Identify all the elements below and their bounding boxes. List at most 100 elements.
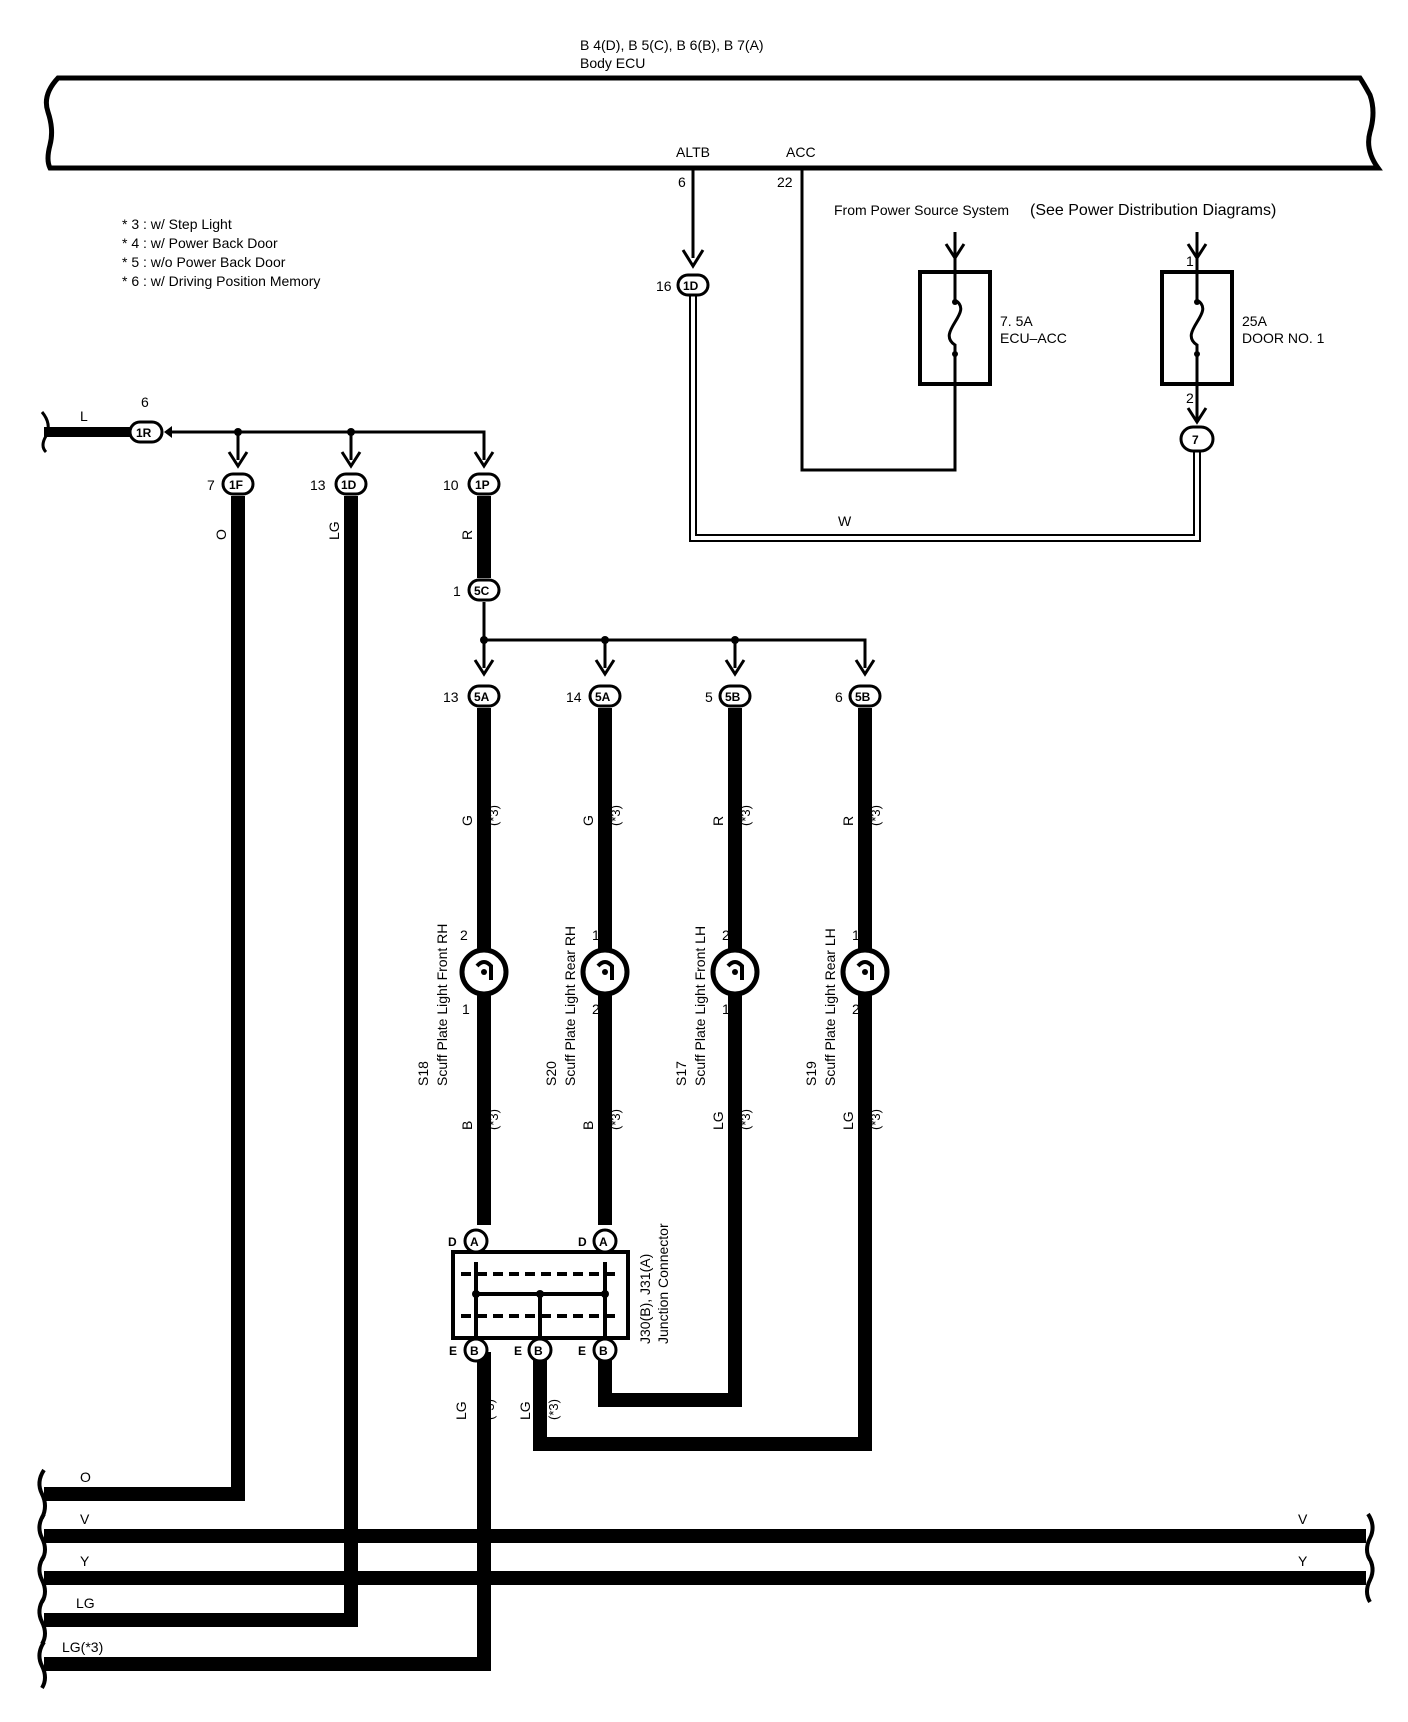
connector-1d-pin: 13 xyxy=(310,477,326,493)
connector-5c: 5C xyxy=(467,578,501,602)
connector-5a-1-pin: 13 xyxy=(443,689,459,705)
lamp-s18-id: S18 xyxy=(415,1061,431,1086)
connector-5b-1-label: 5B xyxy=(725,690,741,704)
junction-bot-1-conn: B xyxy=(470,1344,479,1358)
ecu-terminal-acc: ACC xyxy=(786,144,816,160)
wire-note-b-1: (*3) xyxy=(486,1109,501,1130)
lamp-s17: 2 1 S17 Scuff Plate Light Front LH xyxy=(673,926,760,1086)
connector-1f-label: 1F xyxy=(229,478,243,492)
power-source-label: From Power Source System (See Power Dist… xyxy=(834,202,1276,219)
connector-5a-1: 5A xyxy=(467,684,501,708)
wire-color-g-1: G xyxy=(459,815,475,826)
lamp-s20: 1 2 S20 Scuff Plate Light Rear RH xyxy=(543,926,630,1086)
note-4: * 4 : w/ Power Back Door xyxy=(122,235,278,251)
junction-top-2-pin: D xyxy=(578,1235,587,1249)
lamp-s18-pin-top: 2 xyxy=(460,927,468,943)
connector-5a-2: 5A xyxy=(588,684,622,708)
bus-label-y-right: Y xyxy=(1298,1553,1308,1569)
lamp-wires xyxy=(44,708,872,1671)
lamp-s19-pin-bot: 2 xyxy=(852,1001,860,1017)
connector-7-label: 7 xyxy=(1192,433,1199,447)
connector-5b-1: 5B xyxy=(718,684,752,708)
lamp-s19-id: S19 xyxy=(803,1061,819,1086)
connector-1d-top: 1D xyxy=(676,273,710,297)
junction-bot-1: E B xyxy=(449,1337,489,1363)
junction-bot-3-conn: B xyxy=(599,1344,608,1358)
junction-top-2: D A xyxy=(578,1228,618,1254)
lamp-s19-pin-top: 1 xyxy=(852,927,860,943)
top-bus-1r xyxy=(164,426,495,469)
wire-note-lg-j2: (*3) xyxy=(546,1399,561,1420)
wire-color-r-2: R xyxy=(840,816,856,826)
connector-5c-pin: 1 xyxy=(453,583,461,599)
w-wire: W xyxy=(689,296,1201,542)
ecu-terminal-altb: ALTB xyxy=(676,144,710,160)
wire-color-g-2: G xyxy=(580,815,596,826)
connector-5b-2: 5B xyxy=(848,684,882,708)
connector-5c-label: 5C xyxy=(474,584,490,598)
wire-color-lg-j1: LG xyxy=(453,1401,469,1420)
connector-1p-pin: 10 xyxy=(443,477,459,493)
connector-1r: 1R xyxy=(128,420,164,444)
wire-note-r-2: (*3) xyxy=(868,805,883,826)
connector-1f-pin: 7 xyxy=(207,477,215,493)
fuse-door-rating: 25A xyxy=(1242,313,1268,329)
connector-5a-1-label: 5A xyxy=(474,690,490,704)
junction-name: J30(B), J31(A) xyxy=(637,1254,653,1344)
wire-note-g-1: (*3) xyxy=(486,805,501,826)
connector-1d: 1D xyxy=(334,472,368,496)
fuse-door-name: DOOR NO. 1 xyxy=(1242,330,1325,346)
connector-5a-2-pin: 14 xyxy=(566,689,582,705)
fuse-ecu-acc: 7. 5A ECU–ACC xyxy=(918,232,1067,386)
altb-wire xyxy=(681,168,705,269)
lamp-s17-id: S17 xyxy=(673,1061,689,1086)
connector-1p-label: 1P xyxy=(475,478,490,492)
lamp-wire-colors-lower: B (*3) B (*3) LG (*3) LG (*3) xyxy=(459,1109,883,1130)
bus-label-lg3: LG(*3) xyxy=(62,1639,103,1655)
o-wire: O xyxy=(44,496,245,1501)
ecu-pin-altb: 6 xyxy=(678,174,686,190)
lamp-s18: 2 1 S18 Scuff Plate Light Front RH xyxy=(415,924,509,1086)
lamp-s19: 1 2 S19 Scuff Plate Light Rear LH xyxy=(803,927,890,1086)
wire-color-b-2: B xyxy=(580,1121,596,1130)
note-5: * 5 : w/o Power Back Door xyxy=(122,254,286,270)
bus-label-o: O xyxy=(80,1469,91,1485)
wire-color-lg-2: LG xyxy=(840,1111,856,1130)
junction-top-2-conn: A xyxy=(599,1235,608,1249)
junction-bot-2-conn: B xyxy=(534,1344,543,1358)
r-wire-1p-5c: R xyxy=(459,496,491,578)
wire-note-b-2: (*3) xyxy=(608,1109,623,1130)
junction-top-1-pin: D xyxy=(448,1235,457,1249)
wire-color-lg: LG xyxy=(326,521,342,540)
connector-1d-top-pin: 16 xyxy=(656,278,672,294)
lamp-s20-pin-top: 1 xyxy=(592,927,600,943)
bus-label-lg: LG xyxy=(76,1595,95,1611)
wire-color-b-1: B xyxy=(459,1121,475,1130)
wire-color-r-1: R xyxy=(710,816,726,826)
power-source-ref: (See Power Distribution Diagrams) xyxy=(1030,202,1276,219)
fuse-ecu-acc-name: ECU–ACC xyxy=(1000,330,1067,346)
junction-bot-3: E B xyxy=(578,1337,618,1363)
ecu-pin-acc: 22 xyxy=(777,174,793,190)
bus-label-y: Y xyxy=(80,1553,90,1569)
lamp-s18-name: Scuff Plate Light Front RH xyxy=(434,924,450,1086)
fuse-door-no1: 1 2 25A DOOR NO. 1 xyxy=(1160,232,1325,425)
ecu-title-line2: Body ECU xyxy=(580,55,645,71)
wire-note-lg-2: (*3) xyxy=(868,1109,883,1130)
power-source-text: From Power Source System xyxy=(834,202,1009,218)
bottom-buses: O V Y LG LG(*3) V Y xyxy=(44,1469,1366,1655)
bus-label-v: V xyxy=(80,1511,90,1527)
wire-note-lg-1: (*3) xyxy=(738,1109,753,1130)
junction-bot-2-pin: E xyxy=(514,1344,522,1358)
connector-1f: 1F xyxy=(221,472,255,496)
wire-color-o: O xyxy=(213,529,229,540)
lamp-s19-name: Scuff Plate Light Rear LH xyxy=(822,928,838,1086)
wire-color-r: R xyxy=(459,530,475,540)
junction-bot-3-pin: E xyxy=(578,1344,586,1358)
connector-5a-2-label: 5A xyxy=(595,690,611,704)
lamp-s17-pin-top: 2 xyxy=(722,927,730,943)
lamp-s20-pin-bot: 2 xyxy=(592,1001,600,1017)
wire-color-lg-1: LG xyxy=(710,1111,726,1130)
lamp-s17-name: Scuff Plate Light Front LH xyxy=(692,926,708,1086)
